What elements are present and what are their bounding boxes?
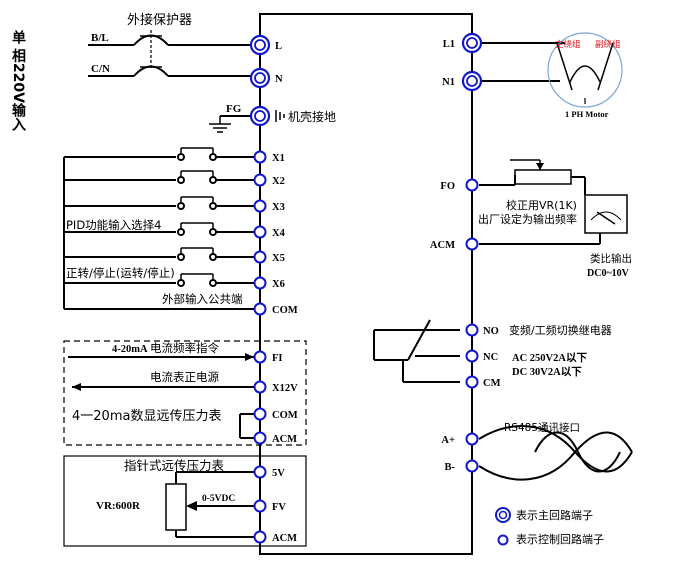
terminal-x2: X2	[253, 173, 285, 187]
pointer-voltage: 0-5VDC	[202, 494, 235, 504]
terminal-cur-com-label: COM	[272, 410, 298, 421]
current-command: 电流频率指令	[150, 341, 219, 355]
terminal-x3-label: X3	[272, 202, 285, 213]
terminal-x4: X4	[253, 225, 286, 239]
terminal-n-label: N	[275, 74, 283, 85]
input-switches	[63, 147, 254, 310]
legend-main: 表示主回路端子	[516, 508, 593, 522]
terminal-nc: NC	[465, 349, 498, 363]
relay-rating-ac: AC 250V2A以下	[512, 352, 587, 364]
legend-symbols	[495, 507, 511, 546]
terminal-no: NO	[465, 323, 499, 337]
labels: 单 相220V输入 外接保护器 B/L C/N FG 机壳接地 PID功能输入选…	[10, 12, 632, 546]
terminal-cm-label: CM	[483, 378, 501, 389]
line-label-bl: B/L	[91, 32, 109, 44]
terminal-n1: N1	[442, 70, 483, 92]
terminal-ptr-acm: ACM	[253, 530, 297, 544]
meter-label-2: DC0~10V	[587, 268, 630, 279]
terminal-cur-com: COM	[253, 407, 298, 421]
terminal-n: N	[249, 67, 283, 89]
terminal-fo: FO	[440, 178, 479, 192]
terminal-x6: X6	[253, 276, 285, 290]
supply-label: 单 相220V输入	[10, 29, 26, 131]
fo-note-1: 校正用VR(1K)	[506, 198, 577, 212]
terminal-cm: CM	[465, 375, 501, 389]
legend-control: 表示控制回路端子	[516, 532, 604, 546]
terminal-ptr-fv-label: FV	[272, 502, 286, 513]
terminal-x1: X1	[253, 150, 285, 164]
terminal-com: COM	[253, 302, 298, 316]
current-wiring	[68, 353, 254, 439]
breaker-label: 外接保护器	[127, 12, 192, 28]
ground-label: FG	[226, 103, 242, 115]
motor-circle	[547, 32, 623, 108]
terminal-x4-label: X4	[272, 228, 286, 239]
terminal-n1-label: N1	[442, 77, 455, 88]
motor-winding-aux: 副绕组	[595, 39, 621, 50]
rs485-wiring	[478, 425, 633, 481]
terminal-b-minus-label: B-	[445, 462, 456, 473]
terminal-x3: X3	[253, 199, 285, 213]
terminal-x5: X5	[253, 250, 285, 264]
pid-note: PID功能输入选择4	[66, 218, 162, 232]
pointer-vr: VR:600R	[96, 500, 141, 512]
terminal-cur-x12v: X12V	[253, 380, 298, 394]
terminal-l1-label: L1	[443, 39, 455, 50]
terminal-fo-label: FO	[440, 181, 455, 192]
pointer-wiring	[165, 471, 254, 538]
relay-rating-dc: DC 30V2A以下	[512, 366, 582, 378]
legend-control-icon	[497, 534, 509, 546]
terminal-acm-right-label: ACM	[430, 240, 455, 251]
terminal-cur-acm: ACM	[253, 431, 297, 445]
fo-wiring	[479, 159, 628, 245]
terminal-x2-label: X2	[272, 176, 285, 187]
terminal-com-label: COM	[272, 305, 298, 316]
terminal-a-plus-label: A+	[441, 435, 455, 446]
terminal-cur-x12v-label: X12V	[272, 383, 298, 394]
terminal-cur-fi-label: FI	[272, 353, 283, 364]
motor-winding-main: 主绕组	[555, 39, 581, 50]
motor-wiring	[479, 32, 623, 108]
meter-label-1: 类比输出	[590, 252, 632, 265]
terminal-l1: L1	[443, 32, 483, 54]
terminal-x1-label: X1	[272, 153, 285, 164]
rs485-label: RS485通讯接口	[504, 421, 580, 434]
terminal-no-label: NO	[483, 326, 499, 337]
inverter-body	[259, 13, 473, 555]
terminal-fg	[249, 105, 271, 127]
terminal-ptr-5v-label: 5V	[272, 468, 285, 479]
analog-meter	[584, 194, 628, 234]
terminal-ptr-fv: FV	[253, 499, 286, 513]
common-note: 外部输入公共端	[162, 292, 243, 306]
terminal-b-minus: B-	[445, 459, 479, 473]
power-wiring	[88, 30, 285, 133]
relay-title: 变频/工频切换继电器	[509, 323, 612, 337]
pointer-title: 指针式远传压力表	[124, 458, 225, 473]
relay-wiring	[373, 319, 460, 383]
terminal-x6-label: X6	[272, 279, 285, 290]
current-power: 电流表正电源	[150, 370, 219, 384]
terminal-a-plus: A+	[441, 432, 479, 446]
terminal-nc-label: NC	[483, 352, 498, 363]
line-label-cn: C/N	[91, 63, 110, 75]
terminal-acm-right: ACM	[430, 237, 479, 251]
terminal-cur-acm-label: ACM	[272, 434, 297, 445]
ground-note: 机壳接地	[288, 109, 336, 124]
pointer-sensor-box	[63, 455, 307, 547]
current-title: 4一20ma数显远传压力表	[72, 409, 221, 424]
terminal-cur-fi: FI	[253, 350, 283, 364]
terminal-l: L	[249, 34, 282, 56]
terminal-ptr-5v: 5V	[253, 465, 285, 479]
current-signal: 4-20mA	[112, 344, 148, 355]
run-note: 正转/停止(运转/停止)	[66, 266, 175, 280]
terminal-ptr-acm-label: ACM	[272, 533, 297, 544]
fo-note-2: 出厂设定为输出频率	[478, 212, 577, 226]
current-sensor-box	[63, 340, 307, 446]
motor-label: 1 PH Motor	[565, 109, 609, 119]
legend-main-icon	[495, 507, 511, 523]
terminal-l-label: L	[275, 41, 282, 52]
terminal-x5-label: X5	[272, 253, 285, 264]
